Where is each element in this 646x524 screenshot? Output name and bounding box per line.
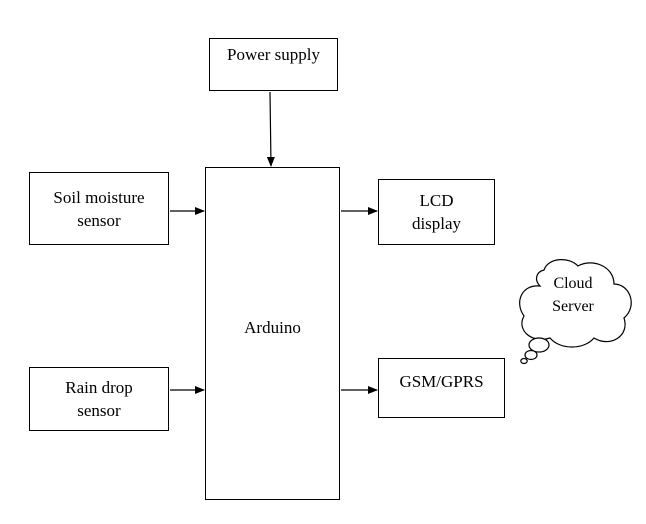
lcd-display-block: LCD display — [378, 179, 495, 245]
arduino-block: Arduino — [205, 167, 340, 500]
cloud-bubble-medium — [524, 349, 538, 361]
lcd-display-label: LCD display — [411, 191, 462, 233]
power-supply-label: Power supply — [226, 45, 321, 64]
rain-drop-sensor-block: Rain drop sensor — [29, 367, 169, 431]
soil-moisture-sensor-label: Soil moisture sensor — [53, 187, 145, 230]
cloud-bubble-small — [520, 357, 528, 365]
gsm-gprs-block: GSM/GPRS — [378, 358, 505, 418]
arduino-label: Arduino — [244, 318, 301, 337]
gsm-gprs-label: GSM/GPRS — [399, 371, 484, 391]
arrow-power-to-arduino — [266, 91, 275, 167]
cloud-shape — [519, 259, 632, 348]
power-supply-block: Power supply — [209, 38, 338, 91]
rain-drop-sensor-label: Rain drop sensor — [65, 378, 133, 420]
cloud-bubble-large — [528, 337, 550, 353]
soil-moisture-sensor-block: Soil moisture sensor — [29, 172, 169, 245]
cloud-server-label: Cloud Server — [552, 275, 594, 315]
